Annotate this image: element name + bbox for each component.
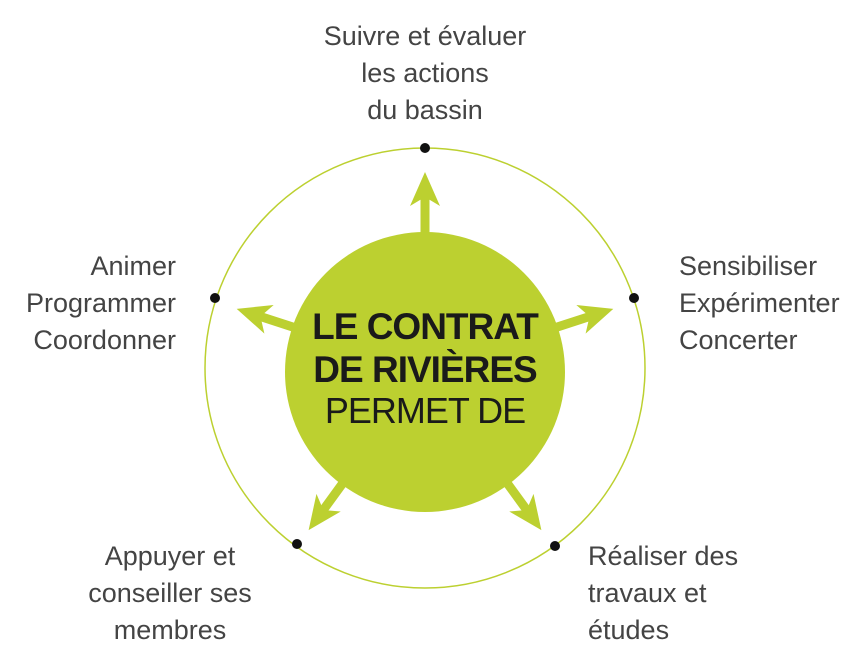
label-line: Expérimenter [679,288,840,318]
center-line2: DE RIVIÈRES [313,349,537,390]
label-line: Suivre et évaluer [323,21,527,51]
dots [210,143,639,551]
label-line: Réaliser des [588,541,739,571]
label-line: études [588,615,670,645]
label-line: les actions [361,58,489,88]
label-line: Programmer [25,288,176,318]
dot-left [210,293,220,303]
label-left: Animer Programmer Coordonner [0,248,176,359]
dot-bottom-right [550,541,560,551]
label-line: Concerter [679,325,798,355]
label-bottom-left: Appuyer et conseiller ses membres [60,538,280,649]
label-line: Appuyer et [104,541,236,571]
label-bottom-right: Réaliser des travaux et études [588,538,738,649]
label-line: du bassin [367,95,483,125]
arrow-top [410,172,440,240]
label-line: travaux et [588,578,707,608]
label-right: Sensibiliser Expérimenter Concerter [679,248,840,359]
label-line: Coordonner [33,325,176,355]
dot-top [420,143,430,153]
label-top: Suivre et évaluer les actions du bassin [275,18,575,129]
center-line3: PERMET DE [325,390,525,431]
dot-bottom-left [292,539,302,549]
center-line1: LE CONTRAT [312,306,539,347]
dot-right [629,293,639,303]
center-circle [285,232,565,512]
label-line: conseiller ses [88,578,252,608]
label-line: Animer [90,251,176,281]
label-line: Sensibiliser [679,251,818,281]
label-line: membres [113,615,227,645]
